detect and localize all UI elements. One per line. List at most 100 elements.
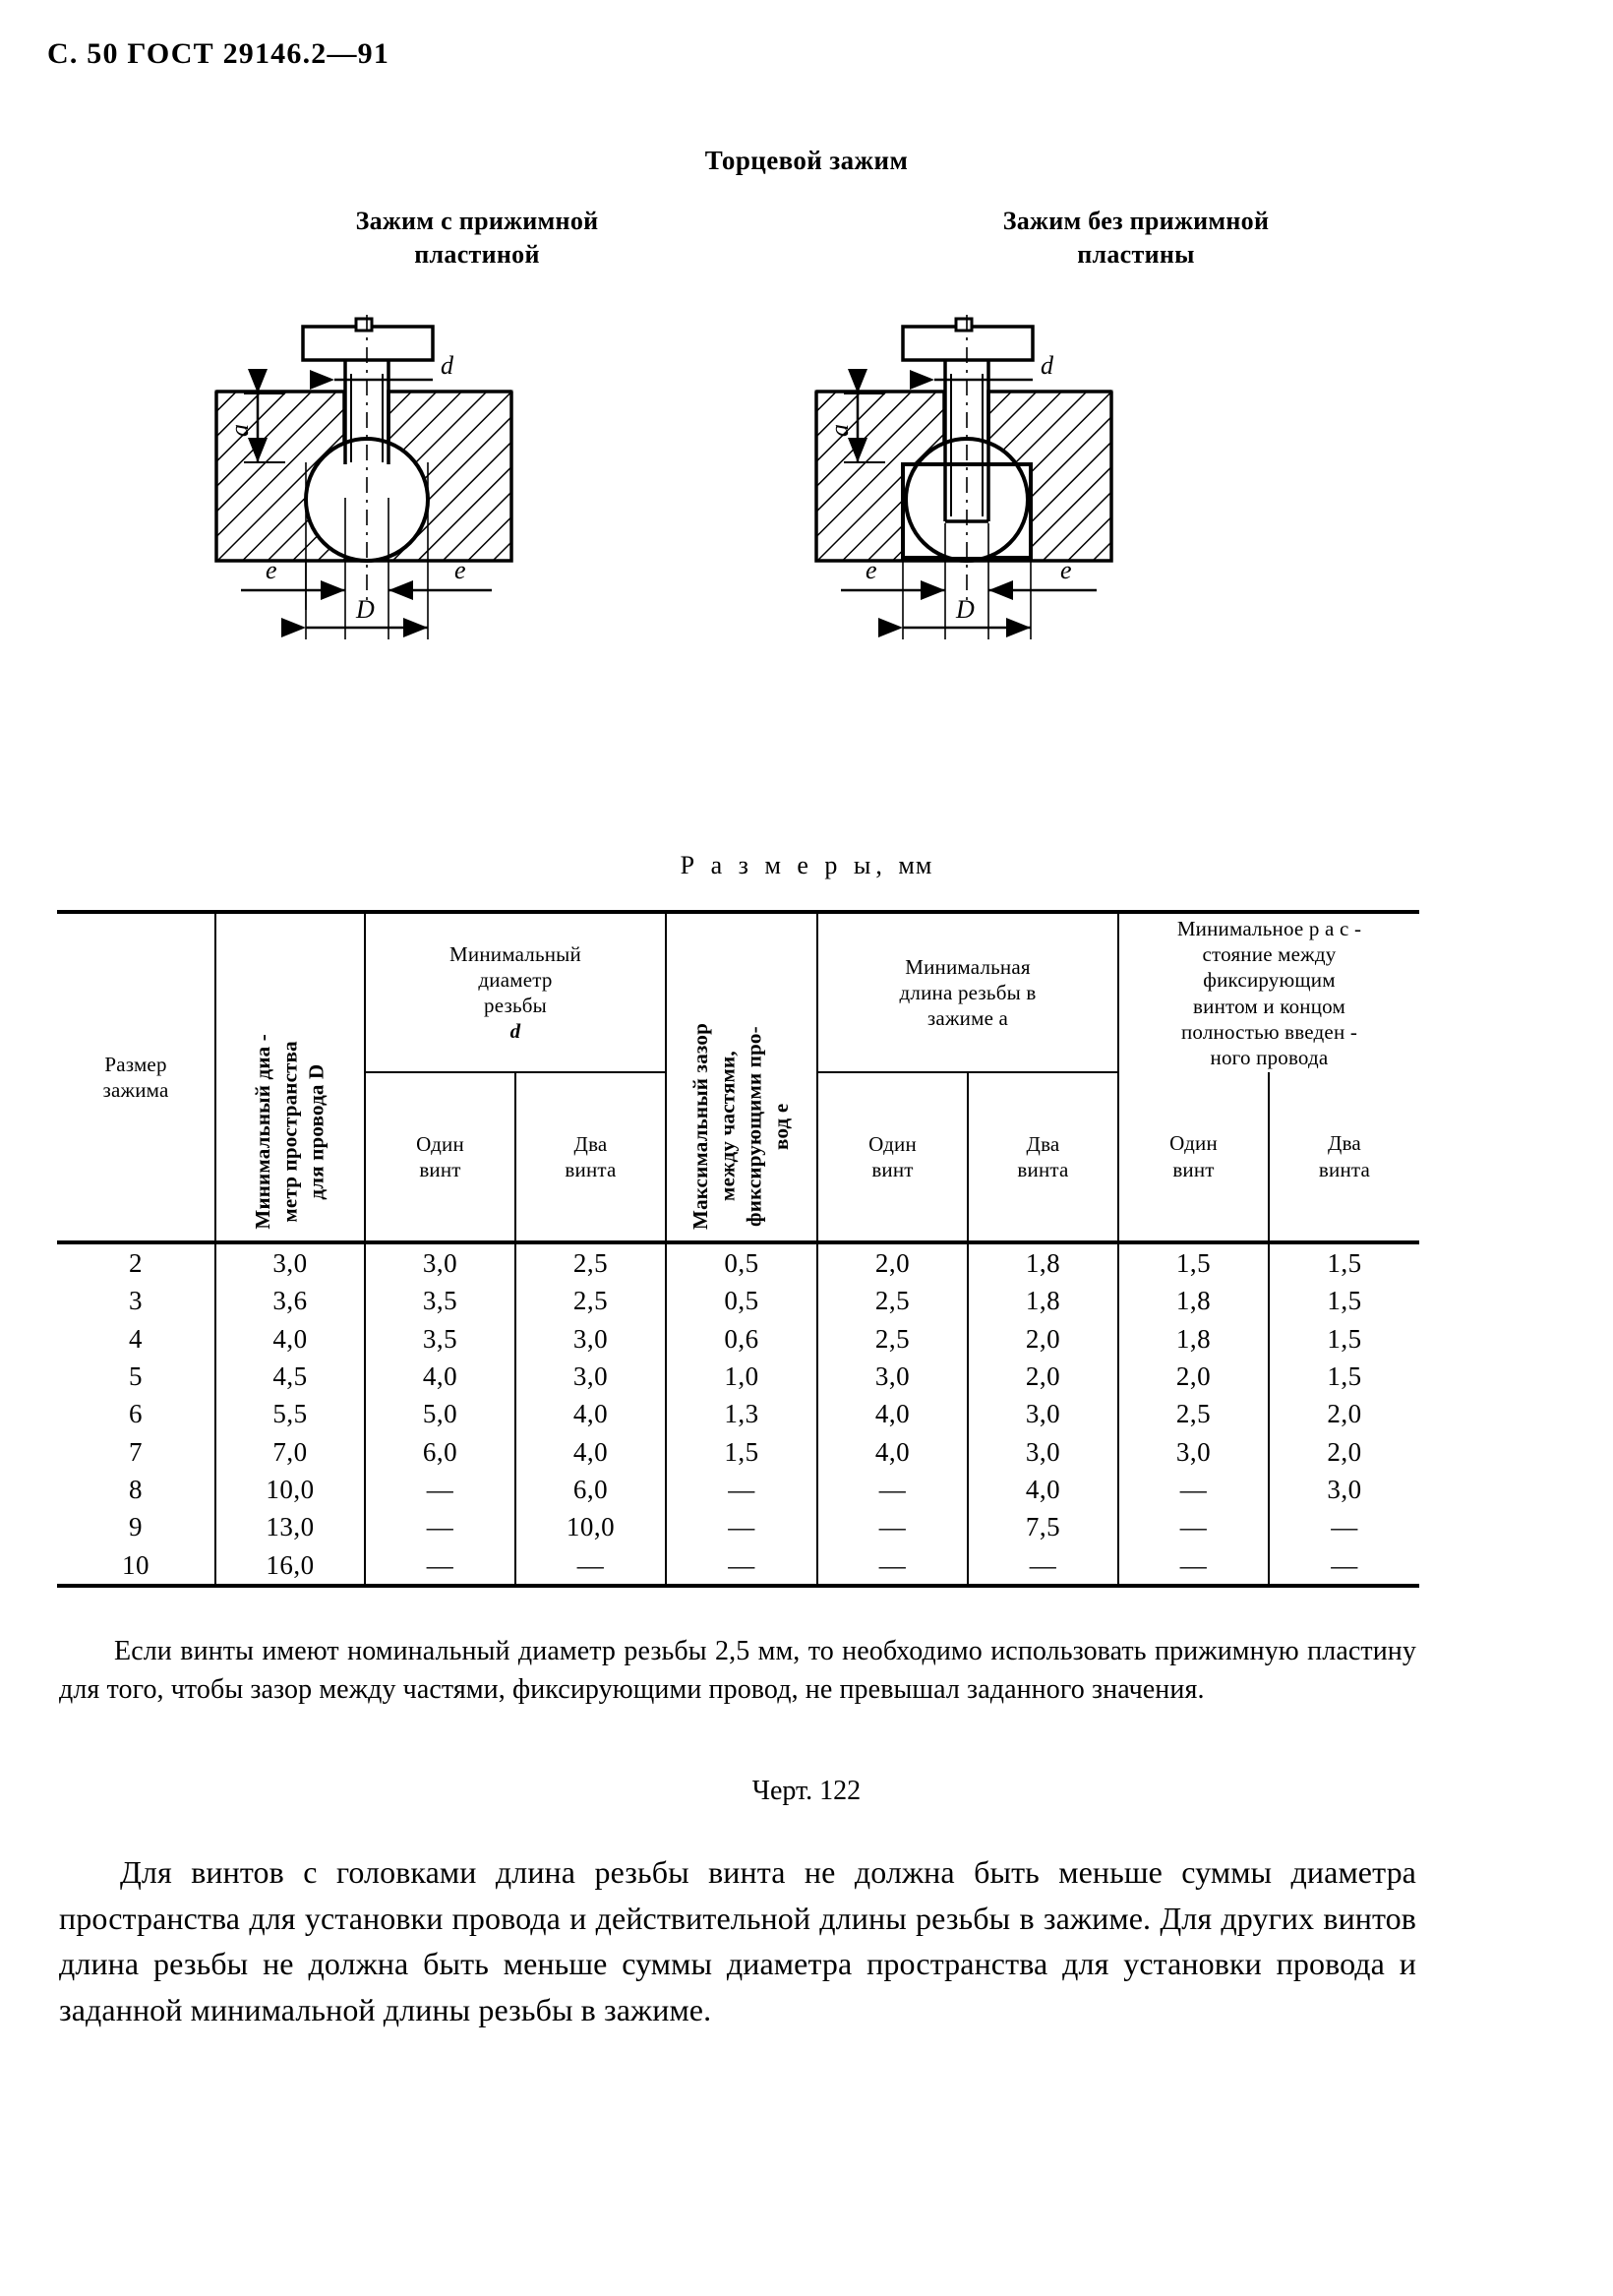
- cell-a1: —: [817, 1545, 969, 1586]
- drawing-clamp-without-plate: d a e e D: [814, 315, 1113, 639]
- cell-D: 4,0: [215, 1319, 366, 1358]
- cell-d1: 6,0: [365, 1432, 516, 1471]
- cell-f1: —: [1118, 1470, 1270, 1509]
- cell-d2: 3,0: [515, 1357, 667, 1396]
- cell-f1: 1,5: [1118, 1242, 1270, 1283]
- cell-size: 7: [57, 1432, 216, 1471]
- col-header-min-thread-diameter: Минимальный диаметр резьбы d: [365, 912, 666, 1073]
- cell-e: 1,3: [666, 1395, 818, 1433]
- body-paragraph: Для винтов с головками длина резьбы винт…: [59, 1849, 1416, 2033]
- col-header-min-distance: Минимальное р а с - стояние между фиксир…: [1117, 912, 1419, 1072]
- cell-f2: —: [1331, 1512, 1358, 1542]
- cell-a1: 3,0: [817, 1357, 969, 1396]
- cell-f2: 3,0: [1327, 1474, 1362, 1504]
- cell-f1: 2,5: [1118, 1395, 1270, 1433]
- figure-number: Черт. 122: [751, 1776, 862, 1806]
- table-head: Размер зажима Минимальный диа - метр про…: [57, 912, 1419, 1242]
- cell-e: 0,5: [666, 1282, 818, 1320]
- cell-a1: 2,5: [817, 1282, 969, 1320]
- subcol-header-length-two-screws: Два винта: [968, 1072, 1119, 1242]
- cell-f1: 1,8: [1118, 1319, 1270, 1358]
- cell-f2: —: [1331, 1549, 1358, 1580]
- cell-size: 5: [57, 1357, 216, 1396]
- subcol-header-thread-one-screw: Один винт: [365, 1072, 516, 1242]
- cell-f1: 2,0: [1118, 1357, 1270, 1396]
- cell-D: 7,0: [215, 1432, 366, 1471]
- col-header-min-space-diameter: Минимальный диа - метр пространства для …: [215, 912, 366, 1242]
- cell-D: 16,0: [215, 1545, 366, 1586]
- dim-label-e-left: e: [866, 556, 877, 584]
- cell-d1: 4,0: [365, 1357, 516, 1396]
- cell-size: 10: [57, 1545, 216, 1586]
- dim-label-e-left: e: [266, 556, 277, 584]
- note-paragraph: Если винты имеют номинальный диаметр рез…: [59, 1633, 1416, 1709]
- cell-d2: 4,0: [515, 1432, 667, 1471]
- dimensions-table: Размер зажима Минимальный диа - метр про…: [57, 910, 1419, 1588]
- dim-label-e-right: e: [454, 556, 466, 584]
- cell-e: 0,5: [666, 1242, 818, 1283]
- cell-e: 0,6: [666, 1319, 818, 1358]
- cell-size: 2: [57, 1242, 216, 1283]
- cell-f2: 1,5: [1327, 1286, 1362, 1316]
- drawing-clamp-with-plate: d a e e D: [214, 315, 513, 639]
- cell-f1: 3,0: [1118, 1432, 1270, 1471]
- dim-label-a: a: [825, 424, 854, 437]
- cell-f1: 1,8: [1118, 1282, 1270, 1320]
- dim-label-D: D: [955, 595, 975, 624]
- figure-caption-right: Зажим без прижимной пластины: [1002, 207, 1270, 270]
- note-text: Если винты имеют номинальный диаметр рез…: [59, 1636, 1416, 1705]
- dim-label-D: D: [355, 595, 375, 624]
- cell-D: 3,0: [215, 1242, 366, 1283]
- cell-d2: 10,0: [515, 1508, 667, 1546]
- cell-a2: 1,8: [968, 1282, 1119, 1320]
- cell-D: 10,0: [215, 1470, 366, 1509]
- cell-d2: 2,5: [515, 1282, 667, 1320]
- cell-f1: —: [1118, 1508, 1270, 1546]
- col-header-min-thread-length: Минимальная длина резьбы в зажиме a: [817, 912, 1118, 1073]
- dim-label-d: d: [1041, 351, 1054, 380]
- cell-e: —: [666, 1470, 818, 1509]
- cell-e: —: [666, 1508, 818, 1546]
- cell-size: 8: [57, 1470, 216, 1509]
- cell-d1: —: [365, 1470, 516, 1509]
- cell-f2: 1,5: [1327, 1360, 1362, 1391]
- cell-a1: 4,0: [817, 1395, 969, 1433]
- cell-d1: 3,5: [365, 1282, 516, 1320]
- cell-a2: 4,0: [968, 1470, 1119, 1509]
- cell-a2: 3,0: [968, 1395, 1119, 1433]
- cell-d2: —: [515, 1545, 667, 1586]
- cell-D: 4,5: [215, 1357, 366, 1396]
- subcol-header-distance-one-screw: Один винт: [1118, 1072, 1270, 1242]
- cell-f2: 2,0: [1327, 1399, 1362, 1429]
- cell-a2: 7,5: [968, 1508, 1119, 1546]
- cell-d1: —: [365, 1508, 516, 1546]
- cell-d1: 3,5: [365, 1319, 516, 1358]
- table-caption: Р а з м е р ы, мм: [0, 851, 1613, 880]
- cell-a1: 2,0: [817, 1242, 969, 1283]
- cell-e: —: [666, 1545, 818, 1586]
- cell-a2: 2,0: [968, 1319, 1119, 1358]
- cell-size: 3: [57, 1282, 216, 1320]
- col-header-size: Размер зажима: [57, 912, 216, 1242]
- cell-size: 6: [57, 1395, 216, 1433]
- cell-d1: 5,0: [365, 1395, 516, 1433]
- cell-f2: 1,5: [1327, 1323, 1362, 1354]
- cell-a2: —: [968, 1545, 1119, 1586]
- cell-a2: 1,8: [968, 1242, 1119, 1283]
- cell-d2: 3,0: [515, 1319, 667, 1358]
- cell-D: 13,0: [215, 1508, 366, 1546]
- cell-size: 9: [57, 1508, 216, 1546]
- body-text: Для винтов с головками длина резьбы винт…: [59, 1854, 1416, 2028]
- cell-e: 1,5: [666, 1432, 818, 1471]
- cell-D: 5,5: [215, 1395, 366, 1433]
